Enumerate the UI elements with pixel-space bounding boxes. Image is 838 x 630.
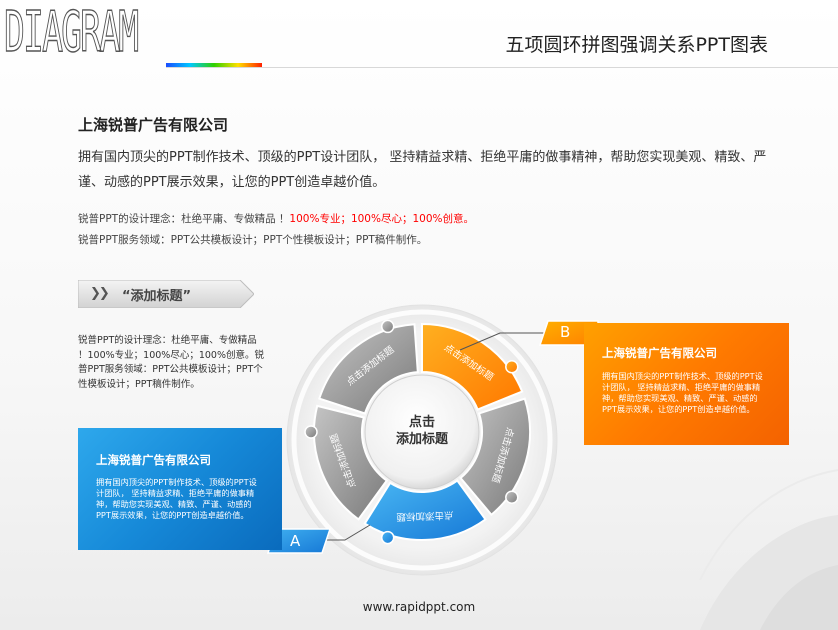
center-title-line2: 添加标题 xyxy=(396,431,449,447)
info-box-b: 上海锐普广告有限公司 拥有国内顶尖的PPT制作技术、顶级的PPT设计团队， 坚持… xyxy=(584,323,789,445)
puzzle-tab xyxy=(380,530,395,545)
segment-orange[interactable] xyxy=(421,322,524,411)
center-circle xyxy=(364,374,480,490)
puzzle-tab xyxy=(304,425,318,439)
double-chevron-right-icon: ❯❯ xyxy=(90,286,110,301)
puzzle-tab xyxy=(380,319,395,334)
header-divider xyxy=(166,67,838,68)
intro-paragraph: 拥有国内顶尖的PPT制作技术、顶级的PPT设计团队， 坚持精益求精、拒绝平庸的做… xyxy=(78,150,767,190)
company-name: 上海锐普广告有限公司 xyxy=(78,116,229,134)
footer-url: www.rapidppt.com xyxy=(362,600,476,614)
segment-blue[interactable] xyxy=(363,479,487,541)
box-b-text: 拥有国内顶尖的PPT制作技术、顶级的PPT设计团队， 坚持精益求精、拒绝平庸的做… xyxy=(602,371,763,414)
service-area-line: 锐普PPT服务领域：PPT公共模板设计；PPT个性模板设计；PPT稿件制作。 xyxy=(78,234,428,246)
box-a-title: 上海锐普广告有限公司 xyxy=(96,453,211,467)
info-box-a: 上海锐普广告有限公司 拥有国内顶尖的PPT制作技术、顶级的PPT设计团队， 坚持… xyxy=(78,428,282,550)
side-description: 锐普PPT的设计理念：杜绝平庸、专做精品 ！100%专业；100%尽心；100%… xyxy=(78,335,264,390)
connector-b xyxy=(459,332,545,351)
center-title-line1: 点击 xyxy=(409,414,435,430)
segment-left[interactable] xyxy=(313,404,389,521)
design-concept-highlight: 100%专业；100%尽心；100%创意。 xyxy=(289,213,474,225)
box-a-text: 拥有国内顶尖的PPT制作技术、顶级的PPT设计团队， 坚持精益求精、拒绝平庸的做… xyxy=(96,477,257,520)
box-b-title: 上海锐普广告有限公司 xyxy=(602,346,717,360)
segment-right[interactable] xyxy=(459,397,531,517)
page-title: 五项圆环拼图强调关系PPT图表 xyxy=(505,34,768,56)
ring-segments: 点击添加标题点击添加标题点击添加标题点击添加标题点击添加标题 xyxy=(304,319,531,545)
tab-label: “添加标题” xyxy=(122,289,192,304)
tag-a-letter: A xyxy=(290,532,301,550)
tab-shape xyxy=(78,280,254,308)
puzzle-tab xyxy=(505,490,519,504)
segment-top-left[interactable] xyxy=(318,323,419,415)
outer-ring-highlight xyxy=(291,309,553,571)
design-concept-line: 锐普PPT的设计理念：杜绝平庸、专做精品 ！100%专业；100%尽心；100%… xyxy=(78,211,474,226)
segment-label: 点击添加标题 xyxy=(396,509,454,523)
design-concept-text: 锐普PPT的设计理念：杜绝平庸、专做精品 ！ xyxy=(78,213,290,225)
puzzle-tab xyxy=(505,360,519,374)
logo-color-bar xyxy=(166,63,262,68)
section-tab[interactable]: ❯❯ “添加标题” xyxy=(78,280,254,308)
tag-b-letter: B xyxy=(560,323,571,341)
diagram-logo: DIAGRAM xyxy=(4,0,140,65)
